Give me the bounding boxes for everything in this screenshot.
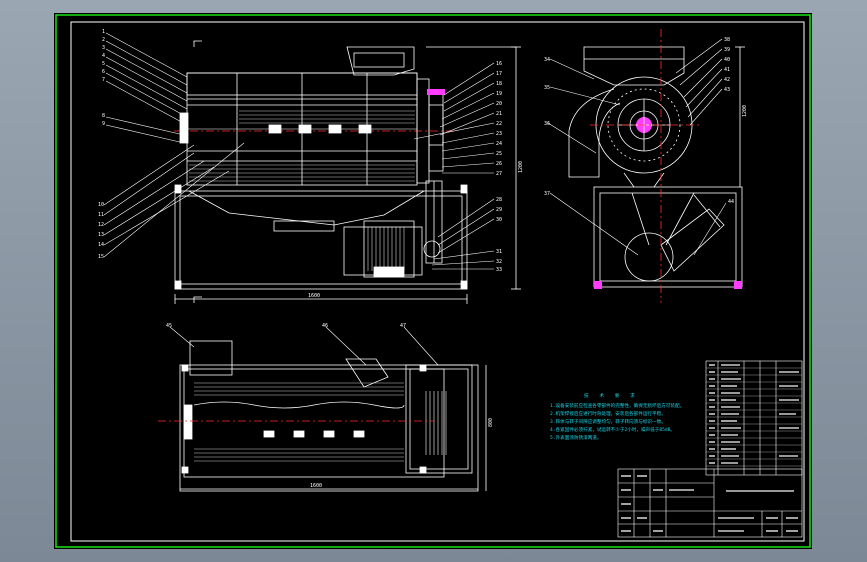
svg-text:4: 4 [102,53,105,59]
svg-text:24: 24 [496,141,502,147]
svg-text:31: 31 [496,249,502,255]
front-width-dim: 1600 [308,293,320,299]
svg-text:32: 32 [496,259,502,265]
svg-text:26: 26 [496,161,502,167]
svg-text:10: 10 [98,202,104,208]
svg-text:11: 11 [98,212,104,218]
plan-view-labels: 45 46 47 [166,323,406,329]
svg-text:40: 40 [724,57,730,63]
svg-text:8: 8 [102,113,105,119]
svg-text:34: 34 [544,57,550,63]
svg-text:20: 20 [496,101,502,107]
svg-text:1: 1 [102,29,105,35]
svg-text:7: 7 [102,77,105,83]
tech-line-3: 3.筛体与转子间隙应调整均匀，转子转向须与标识一致。 [550,418,666,425]
svg-text:13: 13 [98,232,104,238]
plan-view [158,326,487,492]
plan-depth-dim: 800 [488,418,494,427]
front-height-dim: 1200 [518,161,524,173]
side-height-dim: 1200 [742,105,748,117]
tech-requirements: 技 术 要 求 1.设备安装前应检查各零部件的完整性，确保无损坏后方可装配。 2… [550,392,684,441]
svg-text:23: 23 [496,131,502,137]
svg-text:38: 38 [724,37,730,43]
svg-text:9: 9 [102,121,105,127]
svg-text:12: 12 [98,222,104,228]
tech-line-5: 5.外表面涂防锈漆两道。 [550,434,601,441]
outer-border [55,14,811,548]
svg-text:33: 33 [496,267,502,273]
svg-text:37: 37 [544,191,550,197]
title-block [617,468,803,538]
svg-text:46: 46 [322,323,328,329]
tech-line-4: 4.各紧固件必须拧紧，试运转不少于2小时，噪声低于85dB。 [550,426,675,433]
svg-text:27: 27 [496,171,502,177]
svg-text:47: 47 [400,323,406,329]
inner-border [70,21,805,542]
svg-text:18: 18 [496,81,502,87]
tech-line-1: 1.设备安装前应检查各零部件的完整性，确保无损坏后方可装配。 [550,402,684,409]
svg-text:45: 45 [166,323,172,329]
tech-line-2: 2.机架焊接后应进行时效处理，安装后各部件运行平稳。 [550,410,666,417]
svg-text:15: 15 [98,254,104,260]
svg-text:21: 21 [496,111,502,117]
tech-title: 技 术 要 求 [584,392,639,399]
side-view-labels: 34 35 36 37 38 39 40 41 42 43 44 [544,37,734,205]
svg-text:3: 3 [102,45,105,51]
svg-text:17: 17 [496,71,502,77]
svg-text:6: 6 [102,69,105,75]
svg-text:16: 16 [496,61,502,67]
plan-width-dim: 1600 [310,483,322,489]
svg-text:42: 42 [724,77,730,83]
svg-text:30: 30 [496,217,502,223]
svg-text:2: 2 [102,37,105,43]
svg-text:28: 28 [496,197,502,203]
svg-text:44: 44 [728,199,734,205]
svg-text:41: 41 [724,67,730,73]
svg-text:22: 22 [496,121,502,127]
svg-text:29: 29 [496,207,502,213]
svg-text:5: 5 [102,61,105,67]
svg-text:35: 35 [544,85,550,91]
svg-text:36: 36 [544,121,550,127]
svg-text:43: 43 [724,87,730,93]
svg-text:39: 39 [724,47,730,53]
svg-text:19: 19 [496,91,502,97]
svg-text:14: 14 [98,242,104,248]
front-view [103,32,521,304]
svg-text:25: 25 [496,151,502,157]
parts-list [705,360,803,476]
side-view [547,29,745,303]
